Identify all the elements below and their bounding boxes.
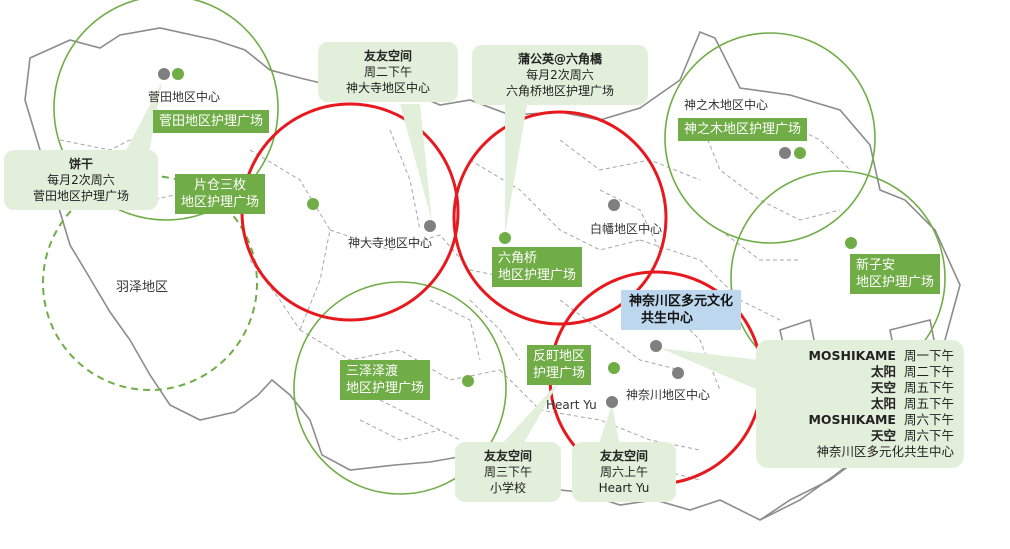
kanagawa-center-marker (672, 367, 684, 379)
callout-yuyu-school-place: 小学校 (489, 481, 526, 495)
hazawa-area-circle (42, 175, 258, 391)
misawa-plaza-line1: 三泽泽渡 (346, 364, 399, 379)
heartyu-label: Heart Yu (546, 398, 597, 412)
sugata-plaza-box: 菅田地区护理广场 (153, 110, 270, 133)
callout-tanpopo-title: 蒲公英@六角橋 (517, 52, 602, 66)
sugata-plaza-label: 菅田地区护理广场 (159, 114, 264, 129)
sugata-area-circle (53, 0, 279, 221)
callout-tanpopo-day: 每月2次周六 (526, 68, 594, 82)
schedule-time: 周二下午 (903, 364, 954, 379)
kaminoki-area-circle (664, 32, 876, 244)
kandaiji-area-label: 神大寺地区中心 (348, 236, 433, 250)
callout-yuyu-heartyu: 友友空间 周六上午 Heart Yu (572, 442, 676, 502)
schedule-name: 天空 (870, 380, 896, 395)
center-line1: 神奈川区多元文化 (629, 294, 734, 309)
callout-yuyu-school-day: 周三下午 (483, 465, 532, 479)
callout-yuyu-kandaiji-title: 友友空间 (363, 49, 412, 63)
schedule-name: MOSHIKAME (808, 412, 896, 427)
schedule-row: 太阳周二下午 (766, 364, 954, 380)
callout-bingkan-day: 每月2次周六 (47, 173, 115, 187)
kaminoki-plaza-marker (794, 147, 806, 159)
kaminoki-center-marker (779, 147, 791, 159)
callout-yuyu-school-title: 友友空间 (483, 449, 532, 463)
callout-pointers (122, 82, 758, 446)
schedule-name: 天空 (870, 428, 896, 443)
callout-yuyu-kandaiji: 友友空间 周二下午 神大寺地区中心 (318, 42, 458, 102)
shinkoyasu-plaza-line2: 地区护理广场 (856, 275, 935, 290)
katakura-plaza-box: 片仓三枚 地区护理广场 (175, 174, 266, 214)
callout-yuyu-kandaiji-day: 周二下午 (363, 65, 412, 79)
callout-tanpopo: 蒲公英@六角橋 每月2次周六 六角桥地区护理广场 (472, 45, 648, 105)
markers (158, 68, 857, 408)
shirahata-center-marker (608, 199, 620, 211)
sugata-plaza-marker (172, 68, 184, 80)
schedule-time: 周六下午 (903, 428, 954, 443)
schedule-time: 周六下午 (903, 412, 954, 427)
tanmachi-plaza-box: 反町地区 护理广场 (527, 345, 592, 385)
center-line2: 共生中心 (641, 311, 694, 326)
callout-yuyu-heartyu-title: 友友空间 (599, 449, 648, 463)
schedule-row: 天空周六下午 (766, 428, 954, 444)
rokkakubashi-plaza-marker (499, 232, 511, 244)
misawa-plaza-line2: 地区护理广场 (346, 381, 425, 396)
hazawa-area-label: 羽泽地区 (116, 280, 169, 295)
callout-yuyu-heartyu-day: 周六上午 (599, 465, 648, 479)
misawa-plaza-box: 三泽泽渡 地区护理广场 (340, 360, 431, 400)
shinkoyasu-plaza-line1: 新子安 (856, 258, 896, 273)
kaminoki-area-label: 神之木地区中心 (684, 98, 769, 112)
schedule-time: 周五下午 (903, 380, 954, 395)
callout-yuyu-school: 友友空间 周三下午 小学校 (455, 442, 561, 502)
sub-district-lines (59, 119, 851, 481)
rokkakubashi-plaza-box: 六角桥 地区护理广场 (492, 247, 583, 287)
schedule-name: MOSHIKAME (808, 348, 896, 363)
schedule-row: MOSHIKAME 周一下午 (766, 348, 954, 364)
misawa-plaza-marker (462, 375, 474, 387)
katakura-plaza-line2: 地区护理广场 (181, 195, 260, 210)
schedule-time: 周五下午 (903, 396, 954, 411)
callout-bingkan-title: 饼干 (68, 157, 93, 171)
shinkoyasu-plaza-marker (845, 237, 857, 249)
kaminoki-plaza-label: 神之木地区护理广场 (684, 122, 802, 137)
tanmachi-plaza-line1: 反町地区 (533, 349, 586, 364)
heartyu-marker (606, 396, 618, 408)
schedule-name: 太阳 (870, 396, 896, 411)
kanagawa-area-label: 神奈川地区中心 (626, 388, 711, 402)
rokkakubashi-radius-circle (452, 110, 668, 326)
misawa-area-circle (293, 281, 507, 495)
callout-bingkan: 饼干 每月2次周六 菅田地区护理广场 (4, 150, 158, 210)
katakura-plaza-line1: 片仓三枚 (194, 178, 247, 193)
rokkakubashi-plaza-line1: 六角桥 (498, 251, 538, 266)
katakura-plaza-marker (307, 198, 319, 210)
schedule-footer: 神奈川区多元化共生中心 (816, 444, 954, 459)
multicultural-center-box: 神奈川区多元文化 共生中心 (621, 290, 742, 330)
kaminoki-plaza-box: 神之木地区护理广场 (678, 118, 808, 141)
sugata-center-marker (158, 68, 170, 80)
sugata-area-label: 菅田地区中心 (148, 90, 221, 104)
rokkakubashi-plaza-line2: 地区护理广场 (498, 268, 577, 283)
callout-yuyu-kandaiji-place: 神大寺地区中心 (345, 81, 430, 95)
callout-bingkan-place: 菅田地区护理广场 (32, 189, 129, 203)
kandaiji-center-marker (424, 220, 436, 232)
shirahata-area-label: 白幡地区中心 (590, 222, 663, 236)
schedule-row: 太阳周五下午 (766, 396, 954, 412)
callout-tanpopo-place: 六角桥地区护理广场 (505, 84, 614, 98)
callout-yuyu-heartyu-place: Heart Yu (598, 481, 650, 495)
schedule-time: 周一下午 (903, 348, 954, 363)
shinkoyasu-plaza-box: 新子安 地区护理广场 (850, 254, 941, 294)
schedule-row: 天空周五下午 (766, 380, 954, 396)
tanmachi-plaza-marker (608, 362, 620, 374)
schedule-row: MOSHIKAME 周六下午 (766, 412, 954, 428)
center-marker (650, 340, 662, 352)
tanmachi-plaza-line2: 护理广场 (533, 366, 586, 381)
schedule-name: 太阳 (870, 364, 896, 379)
